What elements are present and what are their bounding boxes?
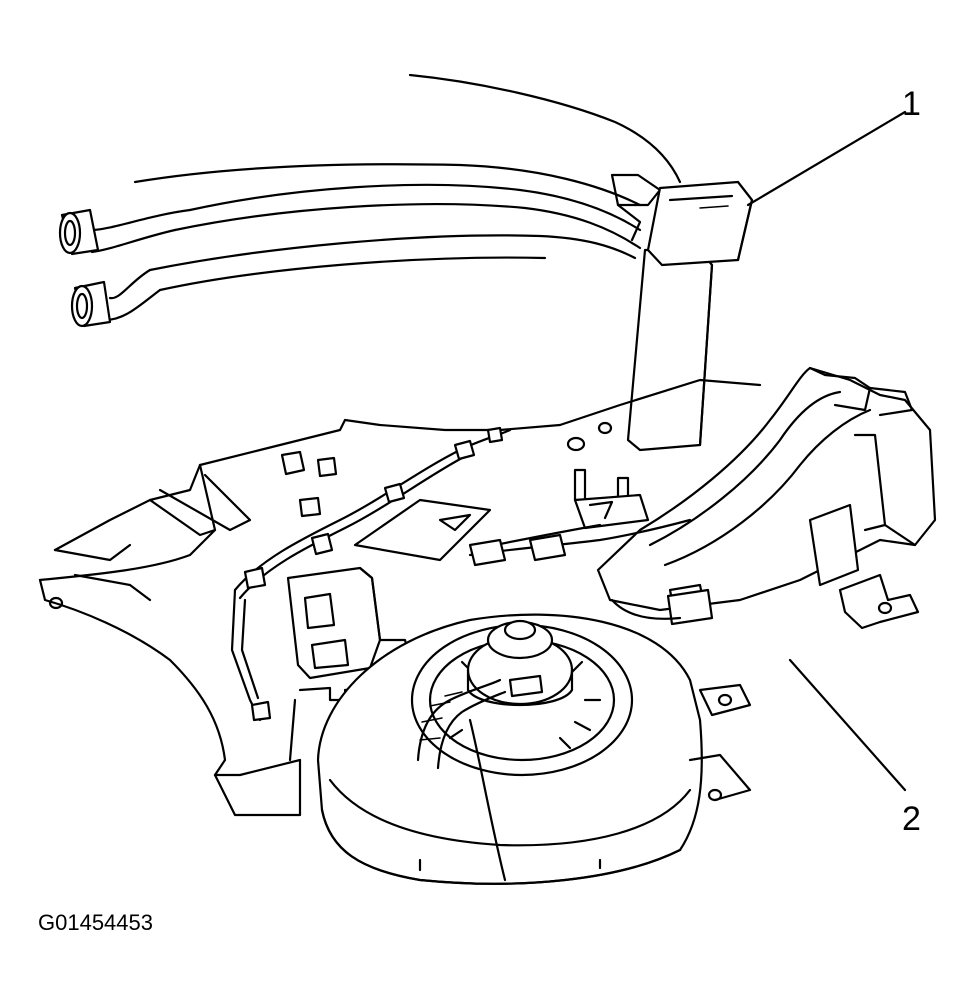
callout-2-label: 2 — [902, 800, 921, 838]
heater-core-pipes — [58, 163, 642, 328]
hvac-housing — [38, 378, 762, 817]
figure-id: G01454453 — [38, 910, 153, 935]
air-duct — [596, 366, 937, 617]
heater-core — [626, 180, 754, 452]
callout-1-label: 1 — [902, 85, 921, 123]
callout-2-leader — [788, 658, 907, 792]
wiring-harness — [230, 426, 714, 722]
technician-hand — [408, 73, 682, 242]
callout-1-leader — [746, 110, 907, 207]
blower-motor-assembly — [316, 573, 920, 885]
callout-leaders — [746, 110, 907, 792]
